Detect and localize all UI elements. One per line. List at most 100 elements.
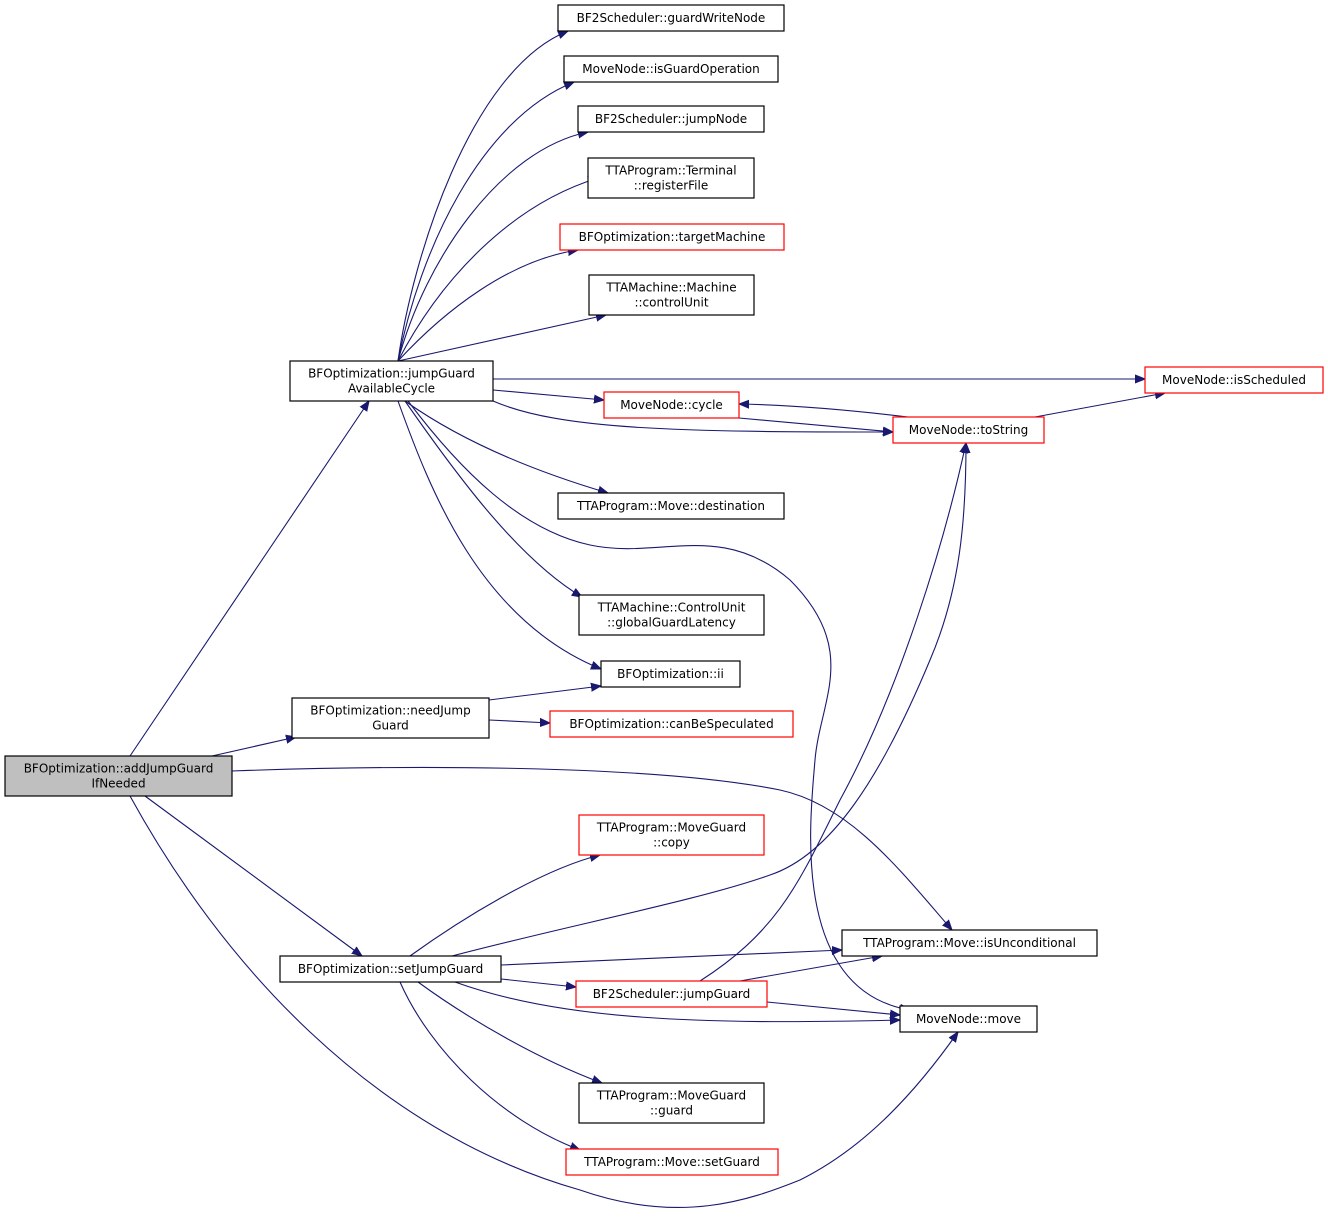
edges-layer (129, 30, 1165, 1209)
edge-root-to-mv (129, 795, 958, 1209)
node-box (289, 360, 494, 402)
edge-sjg-to-bjg (500, 978, 576, 987)
edge-bjg-to-isu (739, 956, 882, 982)
node-label: BF2Scheduler::jumpGuard (593, 987, 751, 1001)
node-mgg[interactable]: TTAProgram::MoveGuard::guard (578, 1082, 765, 1124)
edge-root-to-isu (231, 766, 952, 930)
edge-root-to-sjg (144, 795, 362, 956)
node-label: BFOptimization::jumpGuard (308, 367, 475, 381)
node-label: BFOptimization::addJumpGuard (24, 762, 214, 776)
node-label: TTAProgram::MoveGuard (596, 1089, 746, 1103)
edge-sjg-to-sg (399, 981, 580, 1150)
node-label: AvailableCycle (348, 382, 435, 396)
node-jn[interactable]: BF2Scheduler::jumpNode (577, 105, 765, 133)
edge-sjg-to-tostr (451, 443, 966, 957)
node-tostr[interactable]: MoveNode::toString (892, 416, 1045, 444)
node-label: TTAMachine::ControlUnit (597, 601, 746, 615)
edge-jgac-to-gwn (397, 30, 568, 362)
node-label: BFOptimization::canBeSpeculated (569, 717, 773, 731)
edge-jgac-to-cu (397, 315, 606, 362)
node-label: ::guard (650, 1104, 693, 1118)
node-box (559, 223, 785, 251)
node-cu[interactable]: TTAMachine::Machine::controlUnit (588, 274, 755, 316)
node-box (578, 594, 765, 636)
node-dest[interactable]: TTAProgram::Move::destination (557, 492, 785, 520)
node-isch[interactable]: MoveNode::isScheduled (1144, 366, 1324, 394)
edge-jgac-to-ii (397, 400, 601, 670)
node-box (899, 1005, 1038, 1033)
edge-sjg-to-mv (454, 981, 900, 1022)
node-box (578, 814, 765, 856)
node-box (600, 660, 741, 688)
node-box (588, 274, 755, 316)
edge-root-to-njg (211, 737, 296, 757)
node-cyc[interactable]: MoveNode::cycle (603, 391, 740, 419)
node-cbs[interactable]: BFOptimization::canBeSpeculated (549, 710, 794, 738)
node-box (578, 1082, 765, 1124)
node-box (4, 755, 233, 797)
edge-jgac-to-trf (397, 178, 598, 362)
edge-jgac-to-dest (404, 400, 608, 493)
node-label: ::globalGuardLatency (607, 616, 736, 630)
node-bjg[interactable]: BF2Scheduler::jumpGuard (575, 980, 768, 1008)
node-sjg[interactable]: BFOptimization::setJumpGuard (279, 955, 502, 983)
node-box (557, 4, 785, 32)
node-box (575, 980, 768, 1008)
node-box (587, 157, 755, 199)
node-ggl[interactable]: TTAMachine::ControlUnit::globalGuardLate… (578, 594, 765, 636)
edge-sjg-to-mgg (417, 981, 602, 1083)
edge-jgac-to-tm (397, 250, 578, 362)
edge-njg-to-cbs (488, 720, 550, 723)
node-igo[interactable]: MoveNode::isGuardOperation (563, 55, 779, 83)
edge-jgac-to-jn (397, 132, 588, 362)
edge-jgac-to-igo (397, 81, 574, 362)
node-isu[interactable]: TTAProgram::Move::isUnconditional (841, 929, 1098, 957)
edge-sjg-to-mgc (409, 855, 600, 957)
edge-bjg-to-mv (766, 1001, 900, 1015)
node-trf[interactable]: TTAProgram::Terminal::registerFile (587, 157, 755, 199)
node-tm[interactable]: BFOptimization::targetMachine (559, 223, 785, 251)
node-label: Guard (372, 719, 409, 733)
node-label: TTAProgram::Move::isUnconditional (862, 936, 1076, 950)
node-box (557, 492, 785, 520)
node-sg[interactable]: TTAProgram::Move::setGuard (565, 1148, 779, 1176)
node-label: MoveNode::move (916, 1012, 1021, 1026)
node-label: BF2Scheduler::jumpNode (595, 112, 747, 126)
node-box (892, 416, 1045, 444)
node-label: BFOptimization::targetMachine (579, 230, 766, 244)
edge-jgac-to-mv (407, 400, 910, 1010)
edge-jgac-to-tostr (492, 400, 893, 432)
edge-tostr-to-isch (1034, 393, 1165, 418)
node-label: IfNeeded (91, 777, 145, 791)
node-label: MoveNode::isScheduled (1162, 373, 1306, 387)
node-label: MoveNode::isGuardOperation (582, 62, 760, 76)
node-box (565, 1148, 779, 1176)
node-label: ::controlUnit (634, 296, 708, 310)
node-label: MoveNode::cycle (620, 398, 723, 412)
node-label: ::registerFile (634, 179, 708, 193)
node-label: BF2Scheduler::guardWriteNode (577, 11, 766, 25)
node-box (577, 105, 765, 133)
node-label: TTAProgram::Move::destination (576, 499, 765, 513)
edge-cyc-to-tostr (738, 417, 893, 432)
node-mgc[interactable]: TTAProgram::MoveGuard::copy (578, 814, 765, 856)
edge-njg-to-ii (488, 686, 601, 701)
node-box (291, 697, 490, 739)
node-mv[interactable]: MoveNode::move (899, 1005, 1038, 1033)
node-label: BFOptimization::setJumpGuard (298, 962, 483, 976)
edge-jgac-to-cyc (492, 389, 604, 400)
node-box (1144, 366, 1324, 394)
node-gwn[interactable]: BF2Scheduler::guardWriteNode (557, 4, 785, 32)
edge-bjg-to-tostr (699, 443, 966, 982)
node-label: ::copy (653, 836, 690, 850)
node-ii[interactable]: BFOptimization::ii (600, 660, 741, 688)
edge-sjg-to-isu (500, 950, 842, 966)
edge-jgac-to-ggl (404, 400, 582, 597)
edge-tostr-to-cyc (739, 404, 909, 418)
node-box (841, 929, 1098, 957)
node-label: TTAMachine::Machine (605, 281, 736, 295)
node-label: TTAProgram::Terminal (604, 164, 736, 178)
